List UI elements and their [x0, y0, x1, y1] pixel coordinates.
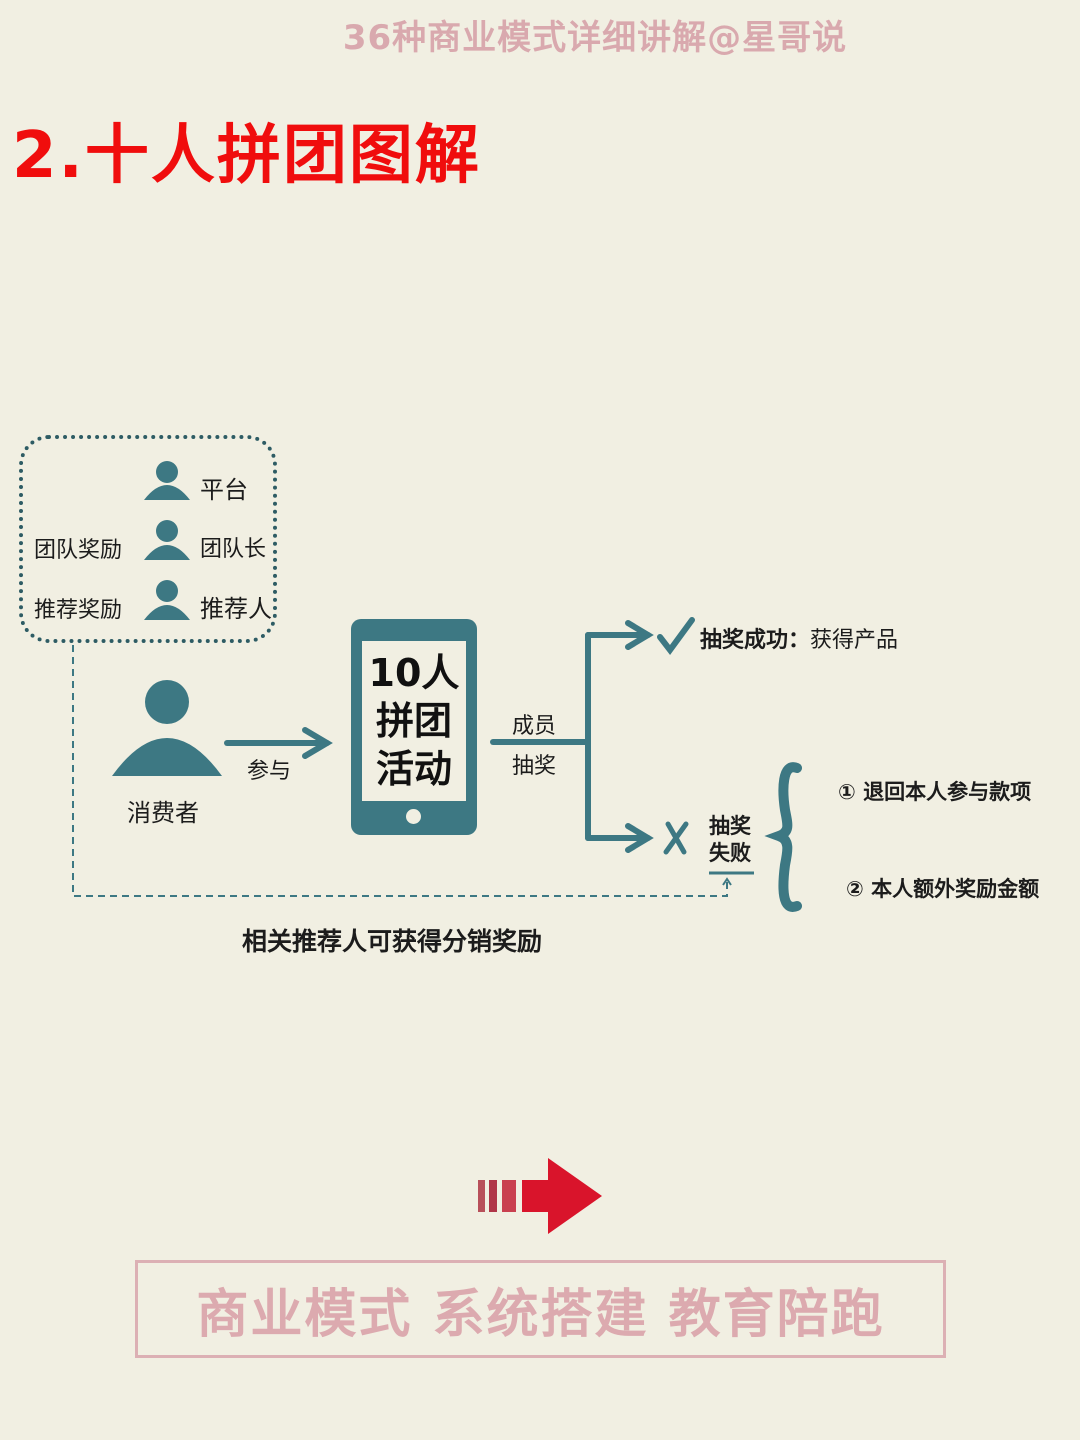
- role-referrer: 推荐人: [200, 595, 272, 623]
- person-icon-consumer: [112, 680, 222, 776]
- curly-brace: [764, 762, 802, 912]
- failure-outcome-1: ① 退回本人参与款项: [838, 780, 1032, 804]
- slogan-text: 商业模式 系统搭建 教育陪跑: [196, 1284, 885, 1345]
- consumer-label: 消费者: [127, 799, 199, 827]
- role-team-leader: 团队长: [200, 537, 267, 562]
- phone-icon: 10人 拼团 活动: [351, 619, 477, 835]
- role-platform: 平台: [200, 476, 248, 504]
- person-icon-referrer: [144, 580, 190, 620]
- slogan-box: 商业模式 系统搭建 教育陪跑: [135, 1260, 946, 1358]
- participate-arrow: [224, 727, 333, 759]
- failure-label-line-2: 失败: [709, 841, 751, 865]
- participate-label: 参与: [247, 759, 292, 784]
- member-label: 成员: [512, 714, 557, 739]
- watermark: 36种商业模式详细讲解@星哥说: [342, 18, 848, 58]
- referral-note: 相关推荐人可获得分销奖励: [242, 927, 543, 956]
- person-icon-platform: [144, 461, 190, 500]
- phone-screen: 10人 拼团 活动: [362, 641, 466, 801]
- branch-arrows: [490, 620, 654, 853]
- page-title: 2.十人拼团图解: [12, 119, 481, 193]
- success-result: 获得产品: [810, 628, 899, 653]
- reward-referral: 推荐奖励: [34, 598, 123, 623]
- cross-icon: [663, 821, 689, 855]
- failure-label: 抽奖 失败: [709, 813, 751, 867]
- check-icon: [657, 617, 695, 655]
- activity-line-3: 活动: [375, 747, 452, 791]
- right-arrow-icon: [478, 1158, 602, 1234]
- activity-line-2: 拼团: [375, 699, 452, 743]
- draw-label: 抽奖: [512, 754, 557, 779]
- success-label: 抽奖成功：: [700, 628, 811, 653]
- phone-home-button: [406, 809, 421, 824]
- activity-line-1: 10人: [368, 651, 460, 695]
- success-row: 抽奖成功：获得产品: [700, 622, 898, 654]
- referral-arrowhead: [722, 877, 732, 886]
- failure-outcome-2: ② 本人额外奖励金额: [846, 877, 1040, 901]
- activity-title: 10人 拼团 活动: [362, 649, 466, 793]
- failure-label-line-1: 抽奖: [709, 814, 751, 838]
- reward-team: 团队奖励: [34, 538, 123, 563]
- referral-dashed-line: [72, 645, 728, 897]
- person-icon-team-leader: [144, 520, 190, 560]
- hierarchy-box: [19, 435, 277, 643]
